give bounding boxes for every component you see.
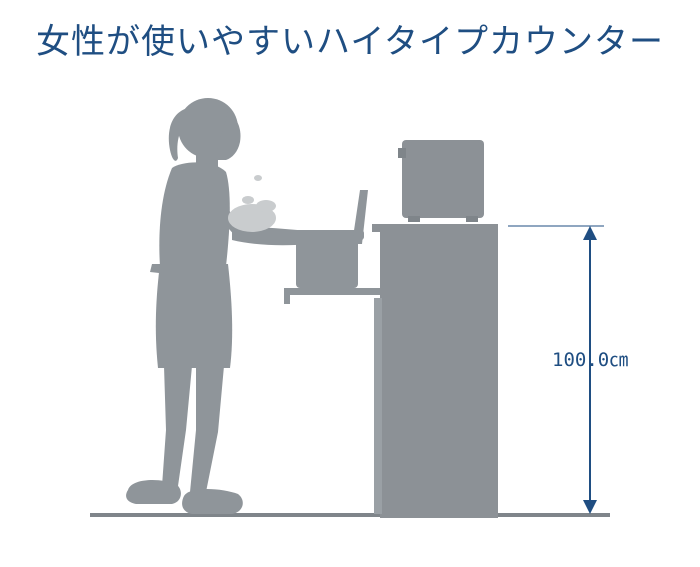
arrow-up-icon <box>583 226 597 240</box>
cooking-pot <box>290 230 364 288</box>
floor-line <box>90 513 610 517</box>
side-shelf <box>284 288 380 295</box>
height-dimension: 100.0㎝ <box>508 225 628 514</box>
arrow-down-icon <box>583 500 597 514</box>
high-counter <box>372 224 498 518</box>
height-label: 100.0㎝ <box>552 349 628 371</box>
stove-lid <box>352 190 368 244</box>
woman-silhouette <box>126 98 326 514</box>
page-title: 女性が使いやすいハイタイプカウンター <box>36 22 664 62</box>
shelf-bracket <box>284 288 290 304</box>
microwave <box>398 140 484 222</box>
steam <box>228 175 276 232</box>
